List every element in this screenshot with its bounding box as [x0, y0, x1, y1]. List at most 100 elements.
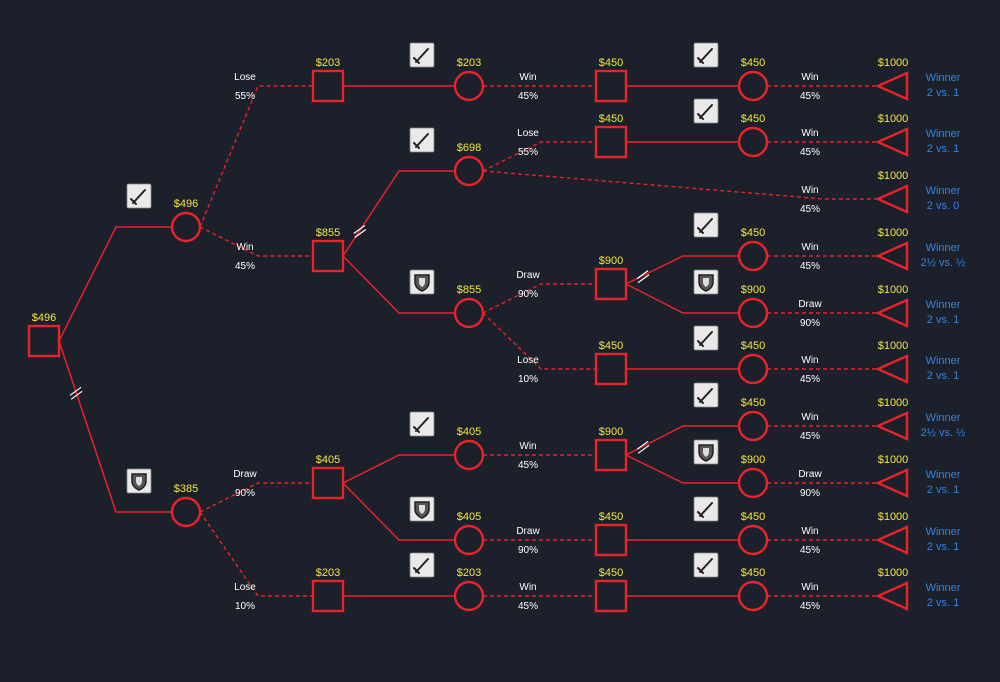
chance-node-c9 — [737, 70, 769, 102]
winner-score-2: 2 vs. 1 — [927, 143, 959, 155]
edge-d7_c11 — [625, 255, 739, 285]
node-value-c7: $405 — [457, 511, 481, 523]
node-value-c1: $496 — [174, 198, 198, 210]
decision-node-d4 — [311, 579, 345, 613]
sword-icon-d10_c16 — [693, 496, 719, 522]
edge-probability-c3_d5: 45% — [518, 91, 538, 102]
sword-icon-d5_c9 — [693, 42, 719, 68]
node-value-c9: $450 — [741, 57, 765, 69]
terminal-node-t7 — [875, 411, 909, 441]
edge-outcome-c4_t3: Win — [801, 185, 818, 196]
labels-layer: Lose55%Win45%Draw90%Lose10%Win45%Lose55%… — [32, 57, 966, 612]
node-value-d3: $405 — [316, 454, 340, 466]
edge-c1_d1 — [199, 85, 313, 228]
edge-outcome-c5_d7: Draw — [516, 270, 540, 281]
edge-c2_d4 — [199, 511, 313, 597]
edge-outcome-c13_t6: Win — [801, 355, 818, 366]
chance-node-c16 — [737, 524, 769, 556]
edge-probability-c4_d6: 55% — [518, 147, 538, 158]
terminal-value-8: $1000 — [878, 454, 909, 466]
decision-node-d1 — [311, 69, 345, 103]
terminal-node-t9 — [875, 525, 909, 555]
edge-outcome-c3_d5: Win — [519, 72, 536, 83]
terminal-value-9: $1000 — [878, 511, 909, 523]
chance-node-c1 — [170, 211, 202, 243]
winner-score-3: 2 vs. 0 — [927, 200, 959, 212]
winner-score-5: 2 vs. 1 — [927, 314, 959, 326]
winner-label-5: Winner — [926, 299, 961, 311]
node-value-c16: $450 — [741, 511, 765, 523]
node-value-c2: $385 — [174, 483, 198, 495]
edge-outcome-c6_d9: Win — [519, 441, 536, 452]
chance-node-c10 — [737, 126, 769, 158]
chance-node-c8 — [453, 580, 485, 612]
decision-node-root — [27, 324, 61, 358]
chance-node-c15 — [737, 467, 769, 499]
winner-score-1: 2 vs. 1 — [927, 87, 959, 99]
winner-score-9: 2 vs. 1 — [927, 541, 959, 553]
nodes-layer — [27, 69, 909, 613]
chance-node-c3 — [453, 70, 485, 102]
terminal-value-7: $1000 — [878, 397, 909, 409]
edge-outcome-c16_t9: Win — [801, 526, 818, 537]
edge-outcome-c14_t7: Win — [801, 412, 818, 423]
edge-d2_c5 — [342, 255, 455, 314]
winner-label-3: Winner — [926, 185, 961, 197]
edge-c5_d7 — [482, 283, 596, 314]
sword-icon-d1_c3 — [409, 42, 435, 68]
winner-score-4: 2½ vs. ½ — [921, 257, 966, 269]
chance-node-c4 — [453, 155, 485, 187]
sword-icon-d8_c13 — [693, 325, 719, 351]
sword-icon-d2_c4 — [409, 127, 435, 153]
winner-label-6: Winner — [926, 355, 961, 367]
decision-node-d5 — [594, 69, 628, 103]
terminal-node-t3 — [875, 184, 909, 214]
edge-outcome-c2_d3: Draw — [233, 469, 257, 480]
edge-outcome-c1_d2: Win — [236, 242, 253, 253]
sword-icon-d9_c14 — [693, 382, 719, 408]
decision-node-d8 — [594, 352, 628, 386]
edge-d7_c12 — [625, 283, 739, 314]
edge-probability-c6_d9: 45% — [518, 460, 538, 471]
sword-icon-d4_c8 — [409, 552, 435, 578]
edge-probability-c15_t8: 90% — [800, 488, 820, 499]
edge-probability-c12_t5: 90% — [800, 318, 820, 329]
chance-node-c17 — [737, 580, 769, 612]
winner-label-2: Winner — [926, 128, 961, 140]
node-value-c8: $203 — [457, 567, 481, 579]
cut-mark-d9_c14 — [636, 440, 650, 454]
shield-icon-root_c2 — [126, 468, 152, 494]
terminal-value-1: $1000 — [878, 57, 909, 69]
winner-label-4: Winner — [926, 242, 961, 254]
sword-icon-d7_c11 — [693, 212, 719, 238]
node-value-c14: $450 — [741, 397, 765, 409]
edge-probability-c8_d11: 45% — [518, 601, 538, 612]
sword-icon-root_c1 — [126, 183, 152, 209]
chance-node-c12 — [737, 297, 769, 329]
marks-layer — [69, 42, 719, 578]
terminal-value-5: $1000 — [878, 284, 909, 296]
edge-outcome-c15_t8: Draw — [798, 469, 822, 480]
edge-probability-c7_d10: 90% — [518, 545, 538, 556]
decision-node-d10 — [594, 523, 628, 557]
node-value-c11: $450 — [741, 227, 765, 239]
edge-probability-c2_d3: 90% — [235, 488, 255, 499]
chance-node-c11 — [737, 240, 769, 272]
node-value-d9: $900 — [599, 426, 623, 438]
winner-label-10: Winner — [926, 582, 961, 594]
node-value-d2: $855 — [316, 227, 340, 239]
winner-score-6: 2 vs. 1 — [927, 370, 959, 382]
edge-probability-c13_t6: 45% — [800, 374, 820, 385]
edge-outcome-c17_t10: Win — [801, 582, 818, 593]
winner-label-7: Winner — [926, 412, 961, 424]
edge-outcome-c4_d6: Lose — [517, 128, 539, 139]
node-value-c6: $405 — [457, 426, 481, 438]
edge-probability-c16_t9: 45% — [800, 545, 820, 556]
terminal-node-t10 — [875, 581, 909, 611]
edge-c4_t3 — [482, 170, 878, 200]
decision-node-d9 — [594, 438, 628, 472]
chance-node-c13 — [737, 353, 769, 385]
edge-d2_c4 — [342, 170, 455, 257]
node-value-c10: $450 — [741, 113, 765, 125]
